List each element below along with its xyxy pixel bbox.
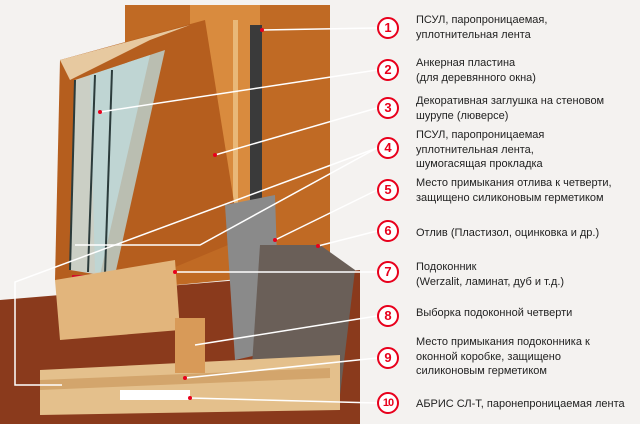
callout-badge-6: 6 — [377, 220, 399, 242]
callout-label-8: Выборка подоконной четверти — [416, 307, 573, 319]
callout-badge-3: 3 — [377, 97, 399, 119]
callout-badge-4: 4 — [377, 137, 399, 159]
callout-label-4: ПСУЛ, паропроницаемая уплотнительная лен… — [416, 129, 545, 170]
callout-badge-5: 5 — [377, 179, 399, 201]
callout-badge-9: 9 — [377, 347, 399, 369]
callout-label-3: Декоративная заглушка на стеновом шурупе… — [416, 95, 605, 122]
callout-label-10: АБРИС СЛ-Т, паронепроницаемая лента — [416, 398, 625, 410]
callout-badge-7: 7 — [377, 261, 399, 283]
callout-label-6: Отлив (Пластизол, оцинковка и др.) — [416, 227, 600, 239]
callout-label-9: Место примыкания подоконника к оконной к… — [416, 336, 590, 377]
sash-profile — [55, 260, 180, 340]
leader-lines — [14, 27, 378, 404]
callout-badge-8: 8 — [377, 305, 399, 327]
leader-endpoints — [98, 28, 320, 400]
callout-badge-1: 1 — [377, 17, 399, 39]
callout-label-5: Место примыкания отлива к четверти, защи… — [416, 177, 612, 204]
callout-label-7: Подоконник (Werzalit, ламинат, дуб и т.д… — [416, 261, 565, 288]
abris-tape — [120, 390, 190, 400]
callout-label-1: ПСУЛ, паропроницаемая, уплотнительная ле… — [416, 14, 548, 41]
callout-badge-10: 10 — [377, 392, 399, 414]
callout-label-2: Анкерная пластина (для деревянного окна) — [416, 57, 536, 84]
callout-badge-2: 2 — [377, 59, 399, 81]
seal-tape-1 — [250, 25, 262, 240]
